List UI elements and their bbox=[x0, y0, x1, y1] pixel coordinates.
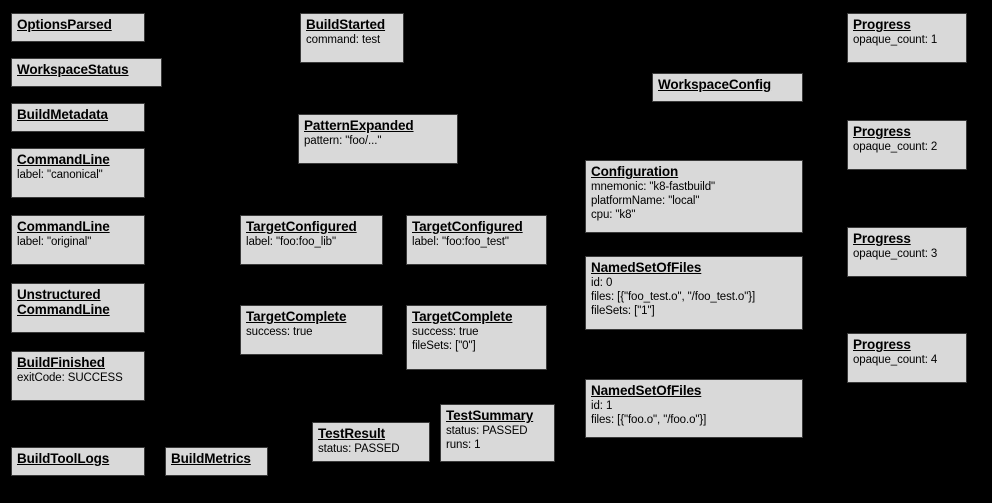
node-field: opaque_count: 3 bbox=[853, 248, 938, 260]
node-field: platformName: "local" bbox=[591, 195, 700, 207]
node-field: opaque_count: 4 bbox=[853, 354, 938, 366]
node-fields: label: "foo:foo_test" bbox=[412, 235, 541, 249]
node-fields: opaque_count: 3 bbox=[853, 247, 961, 261]
node-title: TestResult bbox=[318, 426, 386, 441]
node-title: PatternExpanded bbox=[304, 118, 414, 133]
node-unstructured-command-line[interactable]: Unstructured CommandLine bbox=[11, 283, 145, 333]
node-title: BuildMetadata bbox=[17, 107, 108, 122]
node-named-set-of-files-0[interactable]: NamedSetOfFiles id: 0 files: [{"foo_test.o… bbox=[585, 256, 803, 330]
node-field: command: test bbox=[306, 34, 381, 46]
node-title: WorkspaceConfig bbox=[658, 77, 772, 92]
node-fields: success: true bbox=[246, 325, 377, 339]
node-command-line-original[interactable]: CommandLine label: "original" bbox=[11, 215, 145, 265]
node-title: Unstructured CommandLine bbox=[17, 287, 110, 317]
node-title: TargetConfigured bbox=[412, 219, 523, 234]
node-field: success: true bbox=[412, 326, 479, 338]
node-options-parsed[interactable]: OptionsParsed bbox=[11, 13, 145, 42]
node-title: TargetConfigured bbox=[246, 219, 357, 234]
node-title: NamedSetOfFiles bbox=[591, 260, 702, 275]
node-title: BuildFinished bbox=[17, 355, 105, 370]
node-title: Progress bbox=[853, 337, 911, 352]
node-field: files: [{"foo_test.o", "/foo_test.o"}] bbox=[591, 291, 756, 303]
node-field: status: PASSED bbox=[446, 425, 528, 437]
node-title: BuildToolLogs bbox=[17, 451, 110, 466]
node-fields: exitCode: SUCCESS bbox=[17, 371, 139, 385]
node-field: pattern: "foo/..." bbox=[304, 135, 382, 147]
node-field: exitCode: SUCCESS bbox=[17, 372, 123, 384]
node-field: id: 1 bbox=[591, 400, 613, 412]
node-named-set-of-files-1[interactable]: NamedSetOfFiles id: 1 files: [{"foo.o", "/… bbox=[585, 379, 803, 438]
node-title: Progress bbox=[853, 231, 911, 246]
node-fields: opaque_count: 4 bbox=[853, 353, 961, 367]
node-target-complete-test[interactable]: TargetComplete success: true fileSets: ["0… bbox=[406, 305, 547, 370]
node-field: cpu: "k8" bbox=[591, 209, 636, 221]
node-pattern-expanded[interactable]: PatternExpanded pattern: "foo/..." bbox=[298, 114, 458, 164]
node-field: label: "original" bbox=[17, 236, 92, 248]
node-command-line-canonical[interactable]: CommandLine label: "canonical" bbox=[11, 148, 145, 198]
node-build-metadata[interactable]: BuildMetadata bbox=[11, 103, 145, 132]
node-build-tool-logs[interactable]: BuildToolLogs bbox=[11, 447, 145, 476]
node-field: opaque_count: 2 bbox=[853, 141, 938, 153]
node-title: CommandLine bbox=[17, 219, 110, 234]
node-field: fileSets: ["1"] bbox=[591, 305, 655, 317]
node-fields: status: PASSED bbox=[318, 442, 424, 456]
node-fields: label: "canonical" bbox=[17, 168, 139, 182]
node-fields: status: PASSED runs: 1 bbox=[446, 424, 549, 452]
node-title: WorkspaceStatus bbox=[17, 62, 129, 77]
node-title: CommandLine bbox=[17, 152, 110, 167]
node-build-started[interactable]: BuildStarted command: test bbox=[300, 13, 404, 63]
node-title: TargetComplete bbox=[246, 309, 347, 324]
node-field: files: [{"foo.o", "/foo.o"}] bbox=[591, 414, 707, 426]
node-title: TestSummary bbox=[446, 408, 534, 423]
node-target-configured-test[interactable]: TargetConfigured label: "foo:foo_test" bbox=[406, 215, 547, 265]
node-workspace-config[interactable]: WorkspaceConfig bbox=[652, 73, 803, 102]
node-field: label: "foo:foo_test" bbox=[412, 236, 509, 248]
node-field: status: PASSED bbox=[318, 443, 400, 455]
node-title: OptionsParsed bbox=[17, 17, 112, 32]
node-fields: command: test bbox=[306, 33, 398, 47]
node-fields: id: 1 files: [{"foo.o", "/foo.o"}] bbox=[591, 399, 797, 427]
node-build-metrics[interactable]: BuildMetrics bbox=[165, 447, 268, 476]
node-fields: mnemonic: "k8-fastbuild" platformName: "l… bbox=[591, 180, 797, 222]
node-target-configured-lib[interactable]: TargetConfigured label: "foo:foo_lib" bbox=[240, 215, 383, 265]
node-field: label: "foo:foo_lib" bbox=[246, 236, 336, 248]
node-title: TargetComplete bbox=[412, 309, 513, 324]
node-title: BuildMetrics bbox=[171, 451, 251, 466]
node-field: runs: 1 bbox=[446, 439, 481, 451]
node-test-result[interactable]: TestResult status: PASSED bbox=[312, 422, 430, 462]
node-progress-3[interactable]: Progress opaque_count: 3 bbox=[847, 227, 967, 277]
node-fields: label: "original" bbox=[17, 235, 139, 249]
node-field: opaque_count: 1 bbox=[853, 34, 938, 46]
node-test-summary[interactable]: TestSummary status: PASSED runs: 1 bbox=[440, 404, 555, 462]
node-title: Progress bbox=[853, 124, 911, 139]
node-title: BuildStarted bbox=[306, 17, 386, 32]
node-field: success: true bbox=[246, 326, 313, 338]
node-fields: success: true fileSets: ["0"] bbox=[412, 325, 541, 353]
node-title: Configuration bbox=[591, 164, 679, 179]
node-configuration[interactable]: Configuration mnemonic: "k8-fastbuild" pla… bbox=[585, 160, 803, 233]
node-field: mnemonic: "k8-fastbuild" bbox=[591, 181, 716, 193]
node-field: fileSets: ["0"] bbox=[412, 340, 476, 352]
node-progress-4[interactable]: Progress opaque_count: 4 bbox=[847, 333, 967, 383]
node-fields: label: "foo:foo_lib" bbox=[246, 235, 377, 249]
node-fields: id: 0 files: [{"foo_test.o", "/foo_test.o… bbox=[591, 276, 797, 318]
node-field: id: 0 bbox=[591, 277, 613, 289]
node-workspace-status[interactable]: WorkspaceStatus bbox=[11, 58, 162, 87]
node-target-complete-lib[interactable]: TargetComplete success: true bbox=[240, 305, 383, 355]
node-progress-2[interactable]: Progress opaque_count: 2 bbox=[847, 120, 967, 170]
node-build-finished[interactable]: BuildFinished exitCode: SUCCESS bbox=[11, 351, 145, 401]
node-fields: pattern: "foo/..." bbox=[304, 134, 452, 148]
node-fields: opaque_count: 1 bbox=[853, 33, 961, 47]
node-field: label: "canonical" bbox=[17, 169, 103, 181]
node-title: Progress bbox=[853, 17, 911, 32]
node-progress-1[interactable]: Progress opaque_count: 1 bbox=[847, 13, 967, 63]
node-title: NamedSetOfFiles bbox=[591, 383, 702, 398]
node-fields: opaque_count: 2 bbox=[853, 140, 961, 154]
